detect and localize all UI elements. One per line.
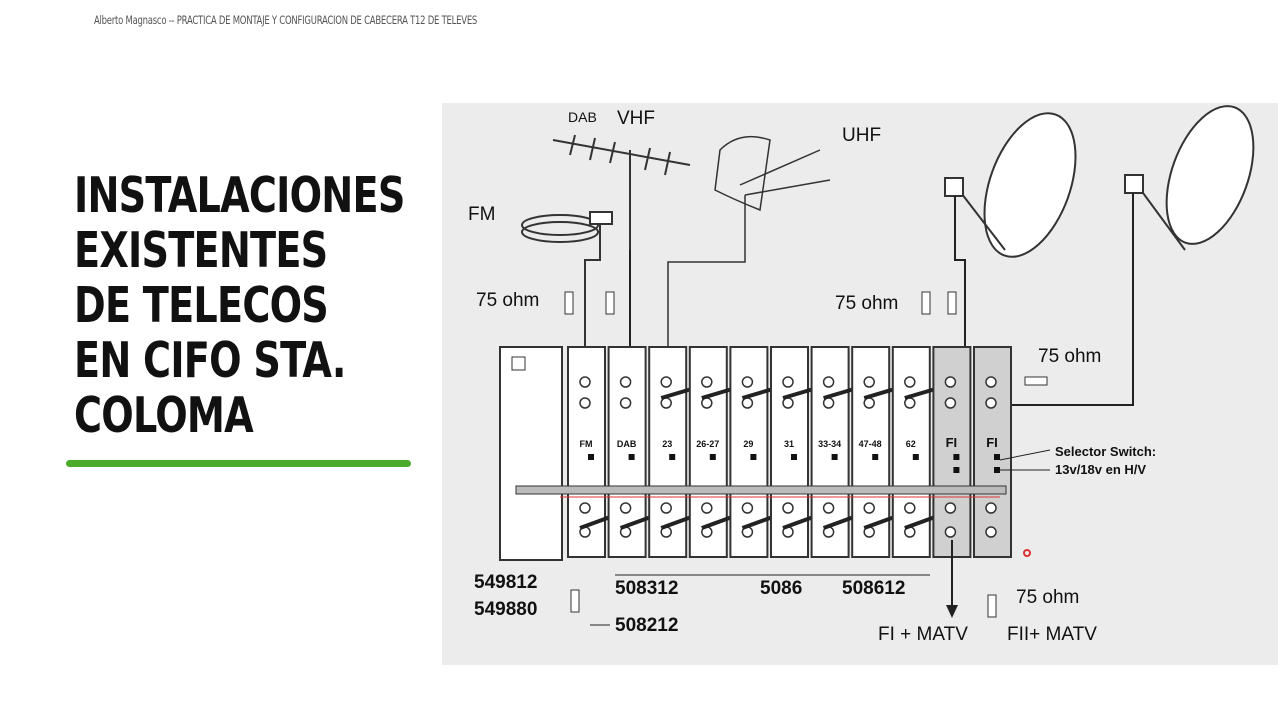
selector-pointer xyxy=(999,449,1051,461)
termination-label: 75 ohm xyxy=(1016,587,1079,608)
connector-icon xyxy=(741,376,754,388)
part-number: 549812 xyxy=(474,572,537,593)
termination-resistor xyxy=(1024,376,1048,386)
module-label: 31 xyxy=(784,439,794,449)
part-number: 508212 xyxy=(615,615,678,636)
slide-title: INSTALACIONES EXISTENTES DE TELECOS EN C… xyxy=(74,167,405,444)
selector-note: 13v/18v en H/V xyxy=(1055,462,1146,477)
module-label: 26-27 xyxy=(696,439,719,449)
vhf-label: VHF xyxy=(617,108,655,129)
part-number: 508312 xyxy=(615,578,678,599)
connector-icon xyxy=(985,376,997,388)
fm-antenna-icon xyxy=(521,211,613,380)
connector-icon xyxy=(904,376,916,388)
termination-resistor xyxy=(987,594,997,618)
connector-icon xyxy=(985,397,997,409)
connector-icon xyxy=(701,502,713,514)
connector-icon xyxy=(944,526,957,538)
module-label: 47-48 xyxy=(859,439,882,449)
connector-icon xyxy=(985,502,997,514)
vhf-antenna-icon xyxy=(552,134,691,250)
module-label: DAB xyxy=(617,439,637,449)
termination-resistor xyxy=(564,291,574,315)
connector-icon xyxy=(904,502,916,514)
selector-switch xyxy=(953,467,960,473)
slide-header: Alberto Magnasco -- PRACTICA DE MONTAJE … xyxy=(94,13,478,27)
termination-label: 75 ohm xyxy=(476,290,539,311)
connector-icon xyxy=(619,397,632,409)
part-number: 549880 xyxy=(474,599,537,620)
connector-icon xyxy=(863,502,875,514)
termination-resistor xyxy=(605,291,615,315)
connector-icon xyxy=(782,502,794,514)
connector-icon xyxy=(822,376,835,388)
led-indicator xyxy=(669,454,676,460)
connector-icon xyxy=(660,502,672,514)
module-label: FI xyxy=(986,435,998,450)
arrow-down-icon xyxy=(946,605,958,618)
led-indicator xyxy=(588,454,594,460)
led-indicator xyxy=(831,454,838,460)
led-indicator xyxy=(912,454,919,460)
output-label: FI + MATV xyxy=(878,624,968,645)
connector-icon xyxy=(985,526,997,538)
title-underline xyxy=(66,460,411,467)
connector-icon xyxy=(660,376,672,388)
part-number: 508612 xyxy=(842,578,905,599)
selector-switch xyxy=(994,467,1000,473)
power-supply-unit xyxy=(499,346,563,561)
connector-icon xyxy=(579,502,591,514)
led-indicator xyxy=(994,454,1000,460)
module-label: 33-34 xyxy=(818,439,841,449)
amplifier-module xyxy=(607,346,647,558)
uhf-antenna-icon xyxy=(667,135,831,380)
led-indicator xyxy=(709,454,716,460)
connector-icon xyxy=(944,502,957,514)
led-indicator xyxy=(953,454,960,460)
connector-icon xyxy=(944,376,957,388)
dab-label: DAB xyxy=(568,109,597,125)
led-indicator xyxy=(750,454,757,460)
fm-label: FM xyxy=(468,204,495,225)
connector-icon xyxy=(863,376,875,388)
termination-resistor xyxy=(921,291,931,315)
connector-icon xyxy=(822,502,835,514)
connector-icon xyxy=(579,397,591,409)
satellite-dish-icon xyxy=(944,112,1077,380)
connector-icon xyxy=(944,397,957,409)
power-icon xyxy=(511,356,526,371)
led-indicator xyxy=(872,454,879,460)
led-indicator xyxy=(628,454,635,460)
pointer-dot xyxy=(1023,549,1031,557)
satellite-dish-icon xyxy=(995,105,1255,406)
selector-note: Selector Switch: xyxy=(1055,444,1156,459)
connector-icon xyxy=(782,376,794,388)
termination-resistor xyxy=(570,589,580,613)
led-indicator xyxy=(791,454,797,460)
bus-bar xyxy=(515,485,1007,495)
module-label: FM xyxy=(580,439,593,449)
uhf-label: UHF xyxy=(842,125,881,146)
module-label: 29 xyxy=(743,439,753,449)
connector-icon xyxy=(701,376,713,388)
connector-icon xyxy=(619,502,632,514)
part-number: 5086 xyxy=(760,578,802,599)
termination-resistor xyxy=(947,291,957,315)
connector-icon xyxy=(579,376,591,388)
termination-label: 75 ohm xyxy=(1038,346,1101,367)
connector-icon xyxy=(741,502,754,514)
output-label: FII+ MATV xyxy=(1007,624,1097,645)
connector-icon xyxy=(619,376,632,388)
termination-label: 75 ohm xyxy=(835,293,898,314)
module-label: 23 xyxy=(662,439,672,449)
module-label: 62 xyxy=(906,439,916,449)
module-label: FI xyxy=(946,435,958,450)
